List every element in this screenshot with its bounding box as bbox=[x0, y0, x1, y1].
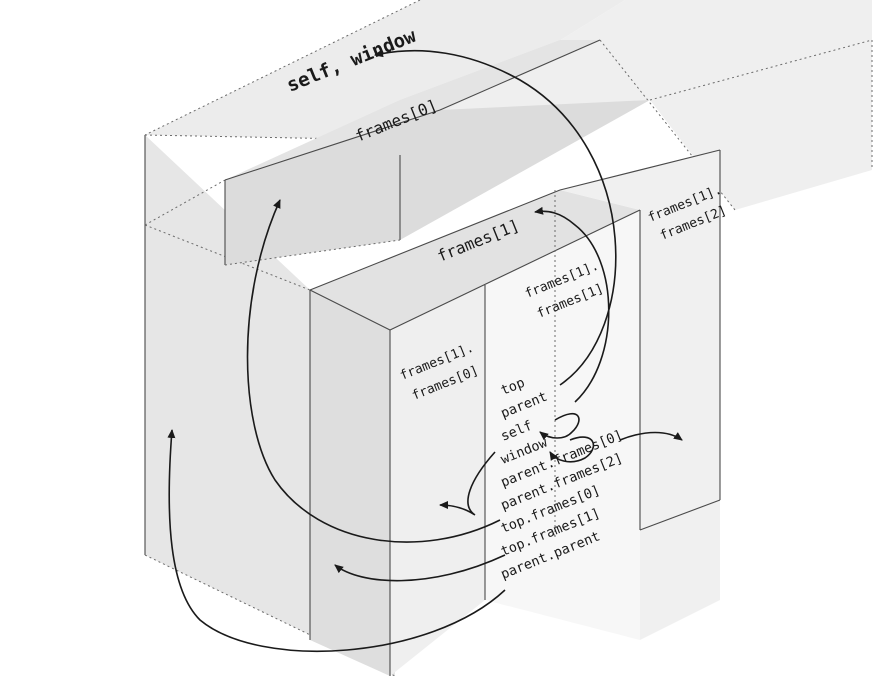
arrow-window bbox=[549, 436, 595, 463]
arrow-parent-parent bbox=[167, 429, 506, 653]
arrow-parent-frames0 bbox=[439, 451, 496, 516]
arrow-top-frames1 bbox=[334, 554, 506, 582]
frames1-box bbox=[309, 149, 721, 676]
reference-arrows bbox=[167, 49, 683, 653]
arrow-parent-frames2 bbox=[619, 431, 683, 441]
arrow-self bbox=[539, 413, 580, 441]
arrow-top-frames0 bbox=[246, 199, 501, 543]
arrow-parent bbox=[534, 206, 610, 403]
arrow-top bbox=[374, 49, 617, 386]
frames0-box bbox=[224, 39, 650, 266]
